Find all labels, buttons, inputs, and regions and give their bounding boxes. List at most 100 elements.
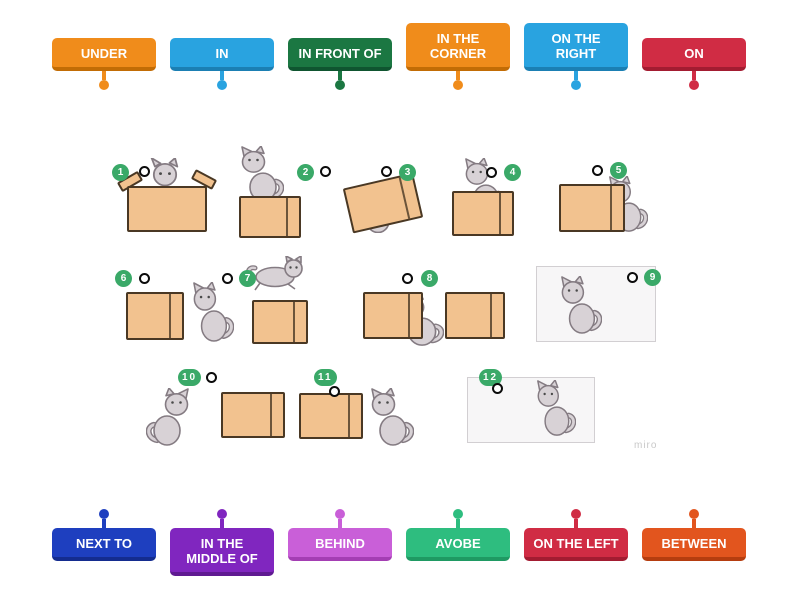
pin-dot xyxy=(453,509,463,519)
label-slot: IN xyxy=(170,23,274,71)
answer-spot-8[interactable] xyxy=(402,273,413,284)
item-badge-1: 1 xyxy=(112,164,129,181)
connector-pin-behind xyxy=(335,509,345,528)
cat-illustration-2 xyxy=(240,146,284,202)
cat-illustration-11 xyxy=(370,388,414,446)
word-label-in-front-of[interactable]: IN FRONT OF xyxy=(288,38,392,71)
answer-spot-11[interactable] xyxy=(329,386,340,397)
cat-illustration-1 xyxy=(146,158,184,186)
item-badge-2: 2 xyxy=(297,164,314,181)
pin-stem xyxy=(338,71,342,80)
word-label-in[interactable]: IN xyxy=(170,38,274,71)
word-label-behind[interactable]: BEHIND xyxy=(288,528,392,561)
pin-stem xyxy=(692,71,696,80)
cat-illustration-12 xyxy=(536,380,576,436)
box-illustration-10 xyxy=(221,392,285,438)
label-column-in-the-corner: IN THE CORNER xyxy=(406,23,510,90)
pin-stem xyxy=(220,519,224,528)
bottom-label-row: NEXT TO IN THE MIDDLE OF BEHIND AVOBE ON THE… xyxy=(52,509,746,576)
connector-pin-avobe xyxy=(453,509,463,528)
label-slot: IN FRONT OF xyxy=(288,23,392,71)
pin-dot xyxy=(217,80,227,90)
item-badge-4: 4 xyxy=(504,164,521,181)
box-illustration-1 xyxy=(127,186,207,232)
label-slot: ON xyxy=(642,23,746,71)
connector-pin-in xyxy=(217,71,227,90)
answer-spot-5[interactable] xyxy=(592,165,603,176)
item-badge-7: 7 xyxy=(239,270,256,287)
cat-illustration-10 xyxy=(146,388,190,446)
answer-spot-12[interactable] xyxy=(492,383,503,394)
box-illustration-8 xyxy=(445,292,505,339)
label-slot: IN THE CORNER xyxy=(406,23,510,71)
cat-illustration-7 xyxy=(192,282,234,342)
connector-pin-on xyxy=(689,71,699,90)
answer-spot-9[interactable] xyxy=(627,272,638,283)
connector-pin-under xyxy=(99,71,109,90)
answer-spot-10[interactable] xyxy=(206,372,217,383)
label-column-between: BETWEEN xyxy=(642,509,746,576)
connector-pin-on-the-left xyxy=(571,509,581,528)
pin-stem xyxy=(456,71,460,80)
answer-spot-6[interactable] xyxy=(139,273,150,284)
box-illustration-6 xyxy=(126,292,184,340)
item-badge-5: 5 xyxy=(610,162,627,179)
label-column-under: UNDER xyxy=(52,23,156,90)
item-badge-8: 8 xyxy=(421,270,438,287)
cat-illustration-9 xyxy=(560,276,602,334)
label-column-behind: BEHIND xyxy=(288,509,392,576)
label-column-in: IN xyxy=(170,23,274,90)
label-slot: ON THE RIGHT xyxy=(524,23,628,71)
label-slot: UNDER xyxy=(52,23,156,71)
box-illustration-3 xyxy=(342,172,424,234)
word-label-on[interactable]: ON xyxy=(642,38,746,71)
label-column-avobe: AVOBE xyxy=(406,509,510,576)
answer-spot-4[interactable] xyxy=(486,167,497,178)
pin-dot xyxy=(335,509,345,519)
label-column-on-the-right: ON THE RIGHT xyxy=(524,23,628,90)
label-column-in-front-of: IN FRONT OF xyxy=(288,23,392,90)
pin-dot xyxy=(335,80,345,90)
word-label-under[interactable]: UNDER xyxy=(52,38,156,71)
pin-dot xyxy=(99,509,109,519)
item-badge-6: 6 xyxy=(115,270,132,287)
word-label-on-the-left[interactable]: ON THE LEFT xyxy=(524,528,628,561)
pin-stem xyxy=(574,71,578,80)
pin-dot xyxy=(453,80,463,90)
pin-dot xyxy=(99,80,109,90)
item-badge-9: 9 xyxy=(644,269,661,286)
box-illustration-4 xyxy=(452,191,514,236)
connector-pin-next-to xyxy=(99,509,109,528)
word-label-in-the-corner[interactable]: IN THE CORNER xyxy=(406,23,510,71)
connector-pin-in-the-corner xyxy=(453,71,463,90)
item-badge-12: 12 xyxy=(479,369,503,386)
answer-spot-7[interactable] xyxy=(222,273,233,284)
label-column-on: ON xyxy=(642,23,746,90)
box-illustration-11 xyxy=(299,393,363,439)
pin-dot xyxy=(689,509,699,519)
box-illustration-7 xyxy=(252,300,308,344)
word-label-in-the-middle-of[interactable]: IN THE MIDDLE OF xyxy=(170,528,274,576)
word-label-between[interactable]: BETWEEN xyxy=(642,528,746,561)
label-column-next-to: NEXT TO xyxy=(52,509,156,576)
connector-pin-between xyxy=(689,509,699,528)
pin-stem xyxy=(456,519,460,528)
word-label-next-to[interactable]: NEXT TO xyxy=(52,528,156,561)
miro-watermark: miro xyxy=(634,440,658,451)
answer-spot-1[interactable] xyxy=(139,166,150,177)
top-label-row: UNDER IN IN FRONT OF IN THE CORNER ON THE RI… xyxy=(52,23,746,90)
label-column-on-the-left: ON THE LEFT xyxy=(524,509,628,576)
item-badge-3: 3 xyxy=(399,164,416,181)
connector-pin-in-the-middle-of xyxy=(217,509,227,528)
pin-stem xyxy=(220,71,224,80)
connector-pin-on-the-right xyxy=(571,71,581,90)
pin-stem xyxy=(338,519,342,528)
item-badge-11: 11 xyxy=(314,369,337,386)
word-label-on-the-right[interactable]: ON THE RIGHT xyxy=(524,23,628,71)
answer-spot-3[interactable] xyxy=(381,166,392,177)
answer-spot-2[interactable] xyxy=(320,166,331,177)
word-label-avobe[interactable]: AVOBE xyxy=(406,528,510,561)
pin-stem xyxy=(102,71,106,80)
pin-stem xyxy=(102,519,106,528)
